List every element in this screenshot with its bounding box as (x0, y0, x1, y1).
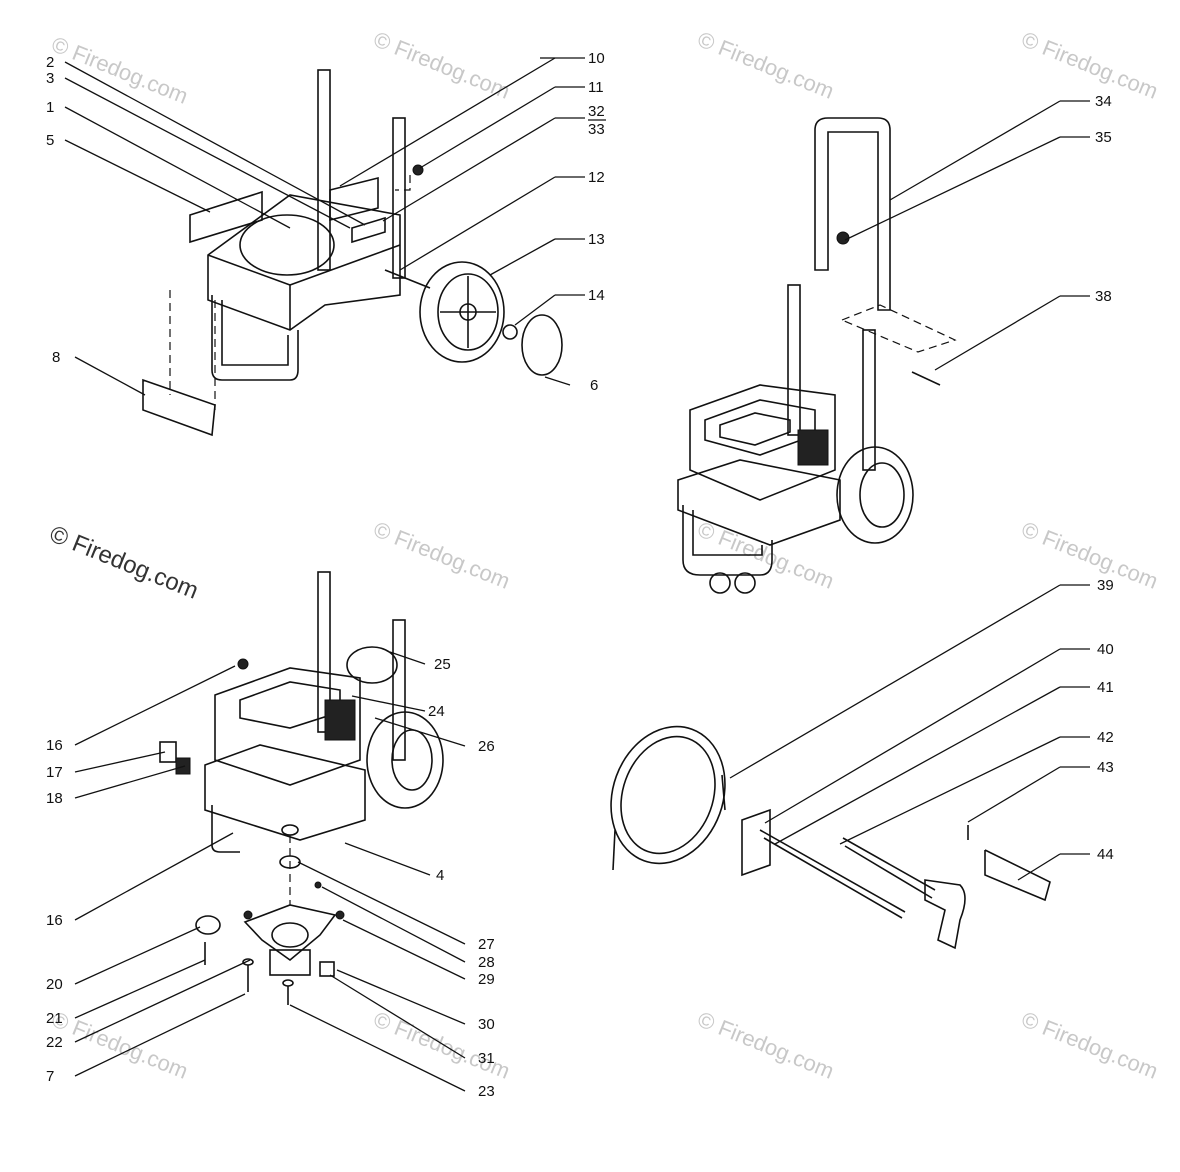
callout-24: 24 (428, 703, 445, 720)
watermark: © Firedog.com (694, 26, 837, 103)
callout-29: 29 (478, 971, 495, 988)
watermark: © Firedog.com (370, 516, 513, 593)
callout-14: 14 (588, 287, 605, 304)
watermark-prominent: © Firedog.com (46, 521, 202, 605)
callout-41: 41 (1097, 679, 1114, 696)
callout-32: 32 (588, 103, 605, 120)
callout-21: 21 (46, 1010, 63, 1027)
callout-7: 7 (46, 1068, 54, 1085)
leader-lines (64, 57, 1061, 1092)
callout-3: 3 (46, 70, 54, 87)
watermark: © Firedog.com (48, 1006, 191, 1083)
watermark: © Firedog.com (1018, 26, 1161, 103)
callout-12: 12 (588, 169, 605, 186)
callout-38: 38 (1095, 288, 1112, 305)
callout-2: 2 (46, 54, 54, 71)
callout-23: 23 (478, 1083, 495, 1100)
callout-42: 42 (1097, 729, 1114, 746)
callout-10: 10 (588, 50, 605, 67)
callout-16: 16 (46, 737, 63, 754)
callout-43: 43 (1097, 759, 1114, 776)
callout-26: 26 (478, 738, 495, 755)
callout-5: 5 (46, 132, 54, 149)
callout-40: 40 (1097, 641, 1114, 658)
callout-4: 4 (436, 867, 444, 884)
callout-39: 39 (1097, 577, 1114, 594)
callout-28: 28 (478, 954, 495, 971)
watermark: © Firedog.com (694, 1006, 837, 1083)
hose-gun-assembly (610, 725, 1051, 950)
callout-30: 30 (478, 1016, 495, 1033)
callout-8: 8 (52, 349, 60, 366)
callout-33: 33 (588, 121, 605, 138)
watermark: © Firedog.com (48, 31, 191, 108)
callout-27: 27 (478, 936, 495, 953)
callout-34: 34 (1095, 93, 1112, 110)
label-rules (555, 57, 1090, 855)
callout-44: 44 (1097, 846, 1114, 863)
callout-22: 22 (46, 1034, 63, 1051)
callout-16-lower: 16 (46, 912, 63, 929)
watermark: © Firedog.com (1018, 1006, 1161, 1083)
callout-labels: 2 3 1 5 8 10 11 32 33 12 13 14 6 34 35 3… (46, 50, 1114, 1100)
pump-assembly (159, 571, 444, 1005)
callout-18: 18 (46, 790, 63, 807)
callout-25: 25 (434, 656, 451, 673)
frame-assembly (142, 69, 563, 437)
callout-17: 17 (46, 764, 63, 781)
watermark: © Firedog.com (370, 26, 513, 103)
callout-1: 1 (46, 99, 54, 116)
callout-20: 20 (46, 976, 63, 993)
watermark: © Firedog.com (1018, 516, 1161, 593)
callout-31: 31 (478, 1050, 495, 1067)
handle-assembly (677, 117, 957, 594)
callout-11: 11 (588, 79, 604, 96)
callout-6: 6 (590, 377, 598, 394)
callout-35: 35 (1095, 129, 1112, 146)
callout-13: 13 (588, 231, 605, 248)
